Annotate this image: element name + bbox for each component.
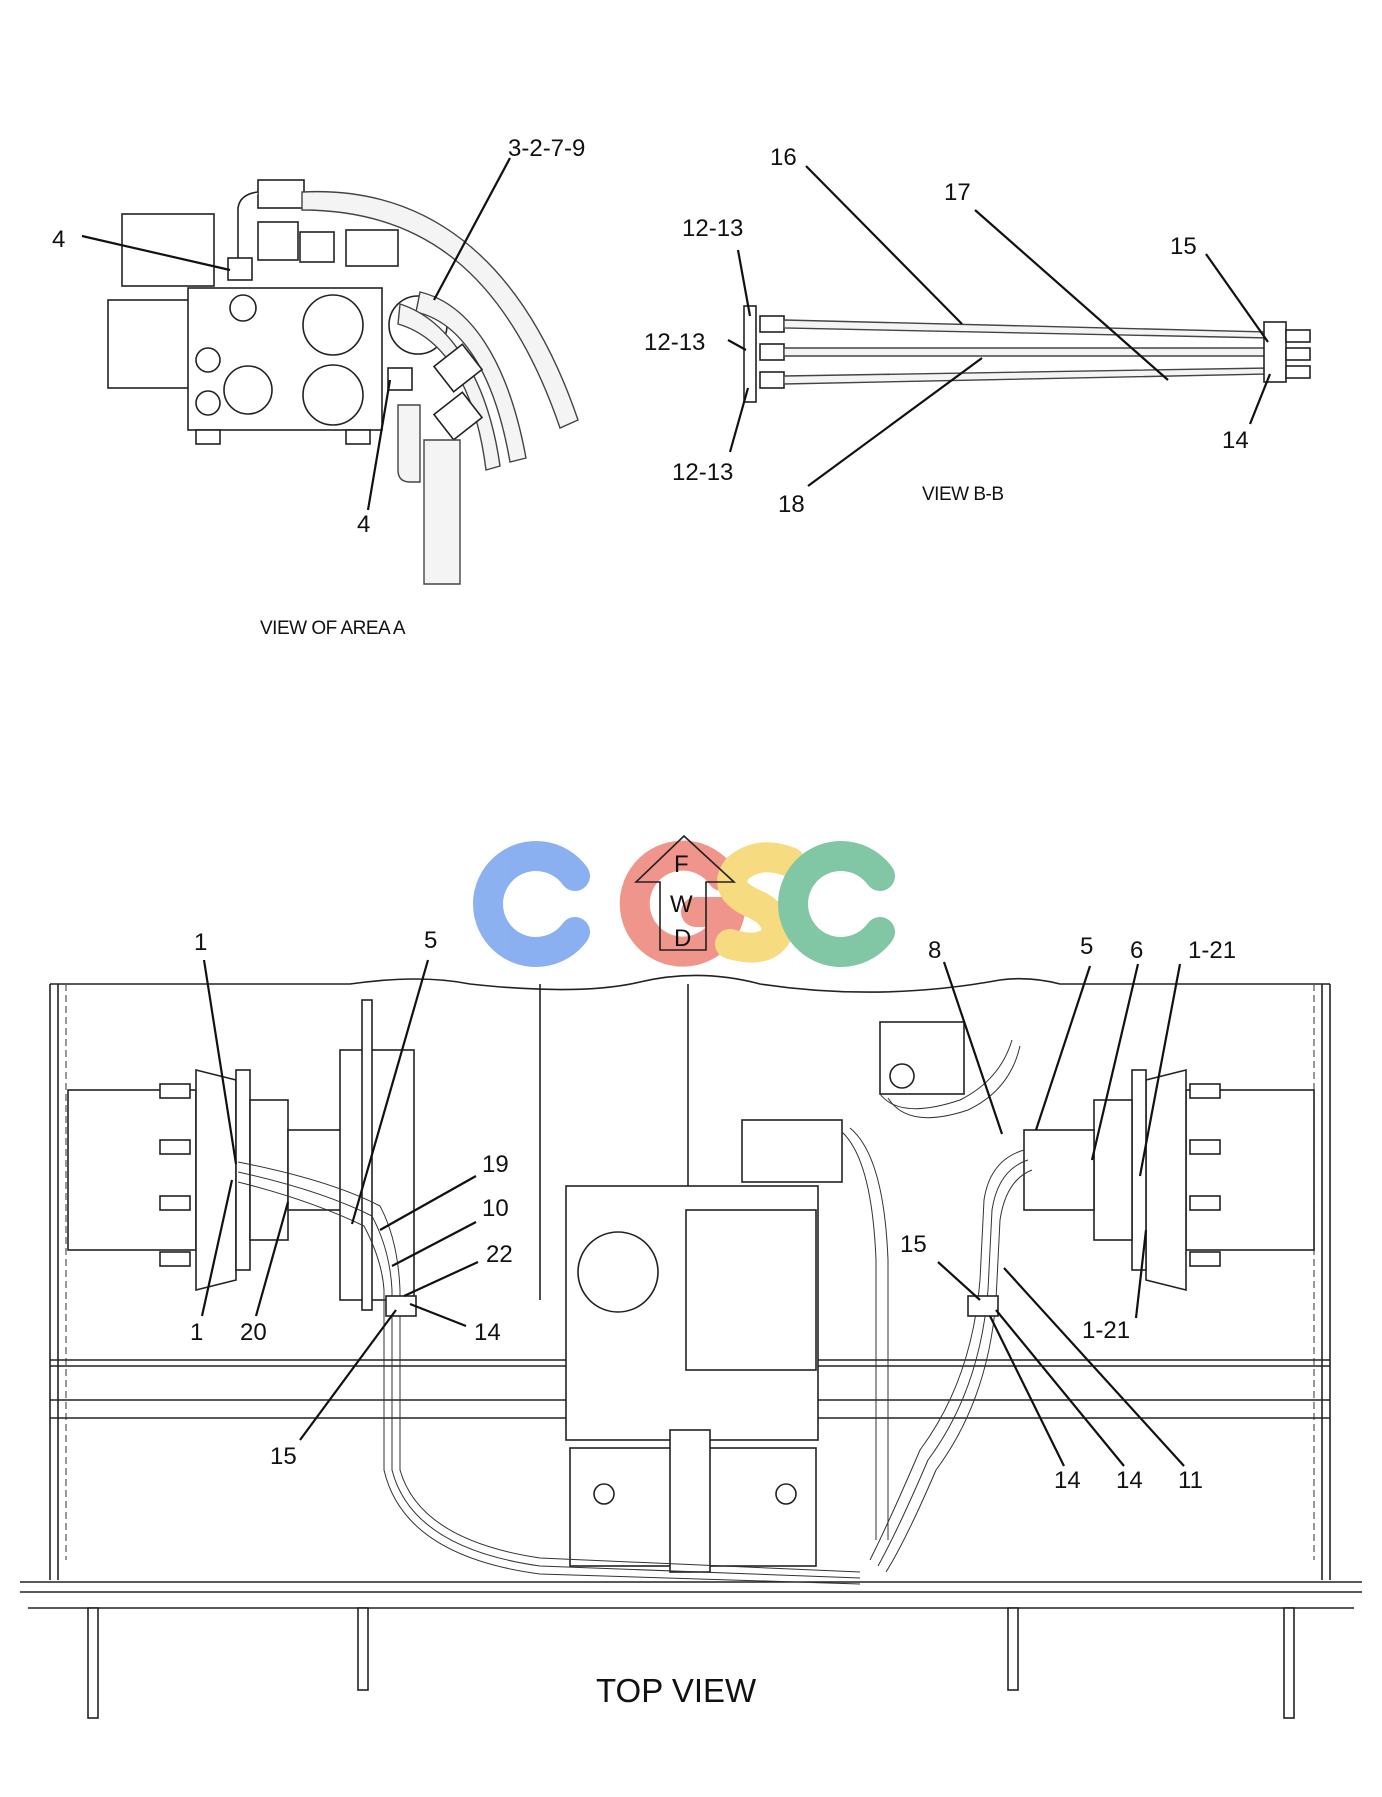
bb-callout-16: 16 <box>770 144 797 171</box>
top-callout-6: 6 <box>1130 937 1143 964</box>
watermark-letter-s <box>715 842 805 963</box>
top-callout-15-right: 15 <box>900 1231 927 1258</box>
top-callout-22: 22 <box>486 1241 513 1268</box>
top-callout-5-left: 5 <box>424 927 437 954</box>
bb-callout-15: 15 <box>1170 233 1197 260</box>
bb-callout-12-13-mid: 12-13 <box>644 329 705 356</box>
view-bb: 16 17 15 12-13 12-13 12-13 14 18 VIEW B-… <box>644 144 1311 518</box>
top-callout-19: 19 <box>482 1151 509 1178</box>
top-callout-20: 20 <box>240 1319 267 1346</box>
top-callout-1-upper: 1 <box>194 929 207 956</box>
area-a-callout-3-2-7-9: 3-2-7-9 <box>508 135 585 162</box>
top-callout-1-lower: 1 <box>190 1319 203 1346</box>
area-a-callout-4-top: 4 <box>52 226 65 253</box>
top-view: 1 5 19 10 22 1 20 14 15 8 5 6 1-21 15 1-… <box>20 927 1362 1719</box>
bb-caption: VIEW B-B <box>922 484 1004 505</box>
top-callout-10: 10 <box>482 1195 509 1222</box>
bb-callout-12-13-bottom: 12-13 <box>672 459 733 486</box>
bb-callout-18: 18 <box>778 491 805 518</box>
top-callout-14-right-a: 14 <box>1054 1467 1081 1494</box>
fwd-letter-d: D <box>674 925 691 952</box>
top-callout-14-right-b: 14 <box>1116 1467 1143 1494</box>
area-a-callout-4-bottom: 4 <box>357 511 370 538</box>
top-callout-1-21-upper: 1-21 <box>1188 937 1236 964</box>
top-callout-15-left: 15 <box>270 1443 297 1470</box>
bb-callout-17: 17 <box>944 179 971 206</box>
top-view-title: TOP VIEW <box>596 1672 757 1709</box>
top-callout-14-left: 14 <box>474 1319 501 1346</box>
top-callout-5-right: 5 <box>1080 933 1093 960</box>
top-callout-1-21-lower: 1-21 <box>1082 1317 1130 1344</box>
area-a-caption: VIEW OF AREA A <box>260 618 406 639</box>
bb-callout-12-13-top: 12-13 <box>682 215 743 242</box>
top-callout-11: 11 <box>1178 1467 1203 1494</box>
top-callout-8: 8 <box>928 937 941 964</box>
watermark-letter-g <box>619 840 748 967</box>
bb-callout-14: 14 <box>1222 427 1249 454</box>
fwd-letter-w: W <box>670 891 693 918</box>
watermark-logo <box>473 840 895 967</box>
watermark-letter-c-2 <box>778 841 895 967</box>
area-a-view: 3-2-7-9 4 4 VIEW OF AREA A <box>52 135 585 639</box>
watermark-letter-c-1 <box>473 841 590 967</box>
fwd-arrow: F W D <box>634 834 737 952</box>
fwd-letter-f: F <box>674 851 689 878</box>
